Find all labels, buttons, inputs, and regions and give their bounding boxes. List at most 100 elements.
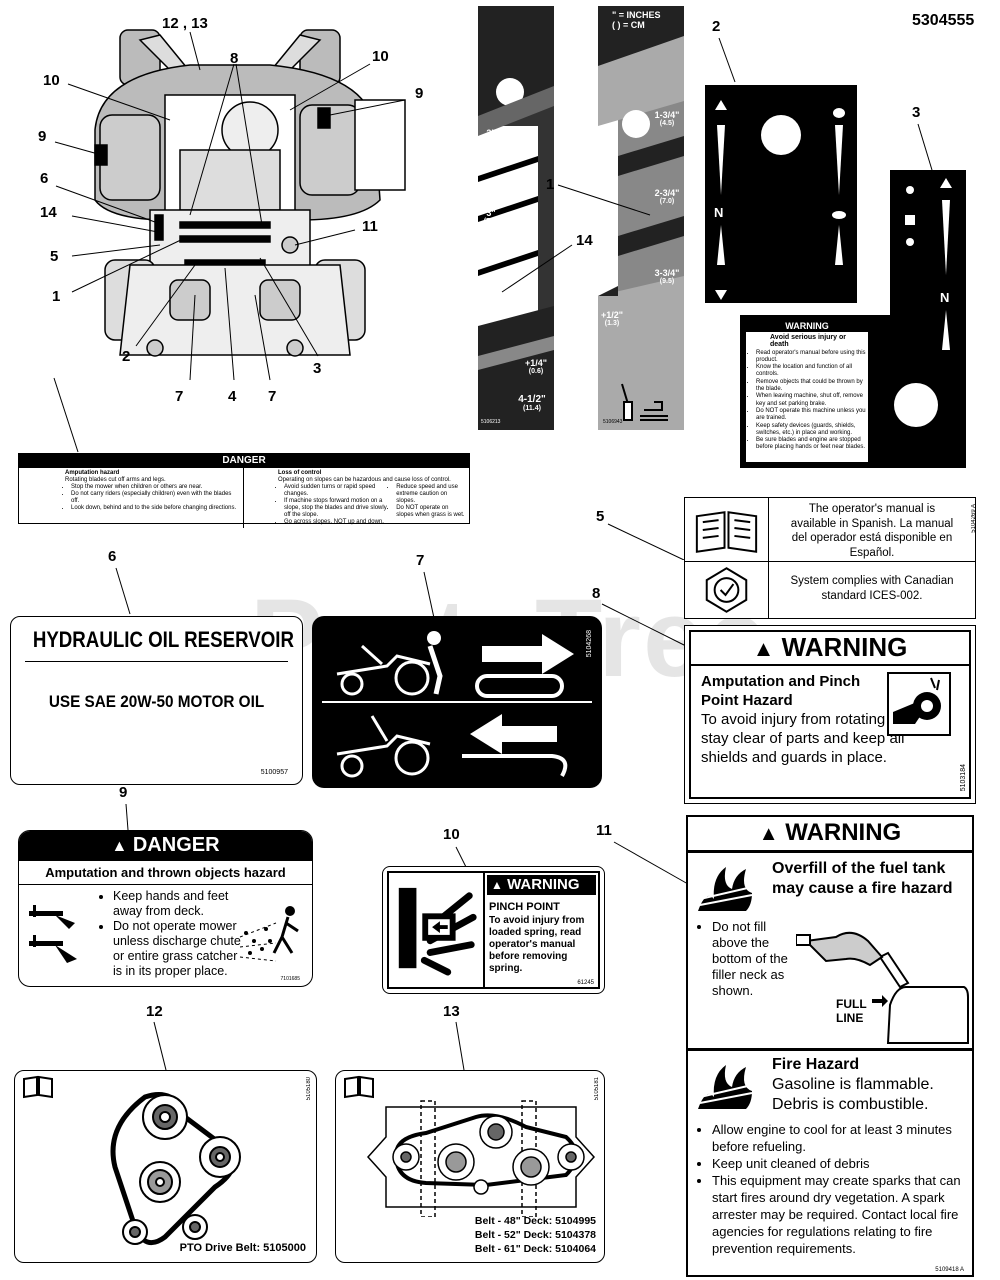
decal3-n-label: N <box>940 290 950 305</box>
gauge14-code: 5106213 <box>481 419 501 425</box>
decal11-bullet2: Allow engine to cool for at least 3 minu… <box>712 1121 972 1155</box>
decal-9-danger: ▲ DANGER Amputation and thrown objects h… <box>18 830 313 987</box>
callout-7-right: 7 <box>268 388 277 405</box>
decal11-bullet2: Keep unit cleaned of debris <box>712 1155 972 1172</box>
decal9-bullets: Keep hands and feet away from deck. Do n… <box>99 889 249 979</box>
leader-9 <box>125 803 129 831</box>
leader-7 <box>423 571 435 619</box>
decal11-full-line: FULL LINE <box>836 997 867 1025</box>
decal5-ices-row: System complies with Canadian standard I… <box>685 562 975 618</box>
warning-triangle-icon: ▲ <box>752 636 775 661</box>
decal7-code: 5104268 <box>586 630 593 658</box>
decal9-bullet: Keep hands and feet away from deck. <box>113 889 249 919</box>
pinch-roller-icon <box>887 672 951 736</box>
gauge14-label-2in: 2" (5.1) <box>480 128 502 145</box>
leader-10 <box>455 846 467 868</box>
gauge1-units-cm: ( ) = CM <box>612 20 645 30</box>
callout-decal-5: 5 <box>596 508 605 525</box>
callout-gauge-1: 1 <box>546 176 555 193</box>
decal11-title-row: ▲ WARNING <box>688 817 972 853</box>
gauge14-in-3: +1/4" <box>524 358 548 368</box>
decal4-left-bullet: Stop the mower when children or others a… <box>71 484 239 491</box>
gauge1-in-0: 1-3/4" <box>654 110 680 120</box>
gauge1-label-1-3-4: 1-3/4" (4.5) <box>650 110 684 127</box>
decal4-right-bullet: Avoid sudden turns or rapid speed change… <box>284 484 390 498</box>
leader-2 <box>718 37 736 83</box>
decal3-warning-box: WARNING Avoid serious injury or death Re… <box>745 320 869 463</box>
gauge1-in-1: 2-3/4" <box>654 188 680 198</box>
decal11-heading1: Overfill of the fuel tank may cause a fi… <box>772 860 953 897</box>
decal4-right-bullet: Do NOT operate on slopes when grass is w… <box>396 505 465 519</box>
gauge14-cm-1: (7.6) <box>483 218 499 225</box>
decal13-caption: Belt - 48" Deck: 5104995 <box>474 1215 596 1227</box>
blade-hand-icon <box>29 905 77 963</box>
decal6-divider <box>25 661 288 662</box>
manual-book-icon <box>344 1075 374 1099</box>
leader-4 <box>53 377 79 453</box>
callout-decal-3: 3 <box>912 104 921 121</box>
decal-6-hydraulic: HYDRAULIC OIL RESERVOIR USE SAE 20W-50 M… <box>10 616 303 785</box>
callout-decal-8: 8 <box>592 585 601 602</box>
gauge14-label-4-1-2: 4-1/2" (11.4) <box>512 394 552 412</box>
callout-9-right: 9 <box>415 85 424 102</box>
manual-book-icon <box>695 498 769 562</box>
decal11-title: WARNING <box>785 819 902 846</box>
fire-icon <box>698 867 753 911</box>
gauge1-units-inches: " = INCHES <box>612 10 661 20</box>
leader-6 <box>115 567 131 615</box>
callout-6: 6 <box>40 170 49 187</box>
callout-decal-6: 6 <box>108 548 117 565</box>
leader-12 <box>153 1021 167 1071</box>
decal-7-mower-direction <box>312 616 602 788</box>
warning-triangle-icon: ▲ <box>111 838 128 855</box>
callout-decal-2: 2 <box>712 18 721 35</box>
decal6-body: USE SAE 20W-50 MOTOR OIL <box>48 692 265 711</box>
callout-4-top: 4 <box>228 388 237 405</box>
decal13-caption: Belt - 61" Deck: 5104064 <box>474 1243 596 1255</box>
decal11-overfill-section: Overfill of the fuel tank may cause a fi… <box>688 853 972 1051</box>
decal3-bullet: Remove objects that could be thrown by t… <box>756 379 868 394</box>
decal4-right-sub: Operating on slopes can be hazardous and… <box>278 477 451 483</box>
decal12-caption: PTO Drive Belt: 5105000 <box>179 1242 306 1254</box>
manual-book-icon <box>23 1075 53 1099</box>
leader-8 <box>601 603 687 647</box>
decal11-bullet2: This equipment may create sparks that ca… <box>712 1172 972 1257</box>
decal3-warning-title: WARNING <box>746 321 868 332</box>
callout-8: 8 <box>230 50 239 67</box>
gauge1-cm-1: (7.0) <box>659 198 675 205</box>
callout-11: 11 <box>362 218 378 235</box>
callout-decal-12: 12 <box>146 1003 163 1020</box>
callout-7-left: 7 <box>175 388 184 405</box>
callout-1: 1 <box>52 288 61 305</box>
gauge14-label-plus1-4: +1/4" (0.6) <box>520 358 552 375</box>
decal9-title: DANGER <box>132 834 220 856</box>
decal13-captions: Belt - 48" Deck: 5104995 Belt - 52" Deck… <box>475 1214 596 1256</box>
gauge14-cm-2: (10.2) <box>481 298 501 305</box>
gauge14-in-2: 4" <box>486 288 496 298</box>
decal10-code: 61245 <box>577 980 594 986</box>
decal4-left: Amputation hazard Rotating blades cut of… <box>19 468 244 528</box>
gauge14-cm-3: (0.6) <box>528 368 544 375</box>
leader-11 <box>613 841 689 885</box>
decal9-subtitle: Amputation and thrown objects hazard <box>19 861 312 885</box>
decal5-manual-row: The operator's manual is available in Sp… <box>685 498 975 562</box>
callout-decal-7: 7 <box>416 552 425 569</box>
decal3-bullet: Read operator's manual before using this… <box>756 350 868 365</box>
decal10-body: To avoid injury from loaded spring, read… <box>489 915 585 974</box>
callout-10-right: 10 <box>372 48 389 65</box>
gauge-leaders <box>501 184 651 293</box>
callout-12-13: 12 , 13 <box>162 15 208 32</box>
decal2-n-label: N <box>714 205 724 220</box>
part-number: 5304555 <box>912 12 975 29</box>
decal-11-fuel-warning: ▲ WARNING Overfill of the fuel tank may … <box>686 815 974 1277</box>
decal8-body: To avoid injury from rotating parts, sta… <box>701 711 927 766</box>
decal5-code: 5104269 A <box>971 504 977 533</box>
height-gauge-14 <box>478 6 554 430</box>
decal-4-danger: DANGER Amputation hazard Rotating blades… <box>18 453 470 528</box>
decal-10-warning: ▲ WARNING PINCH POINT To avoid injury fr… <box>382 866 605 994</box>
decal11-heading2: Fire Hazard <box>772 1056 860 1073</box>
gauge14-in-0: 2" <box>486 128 496 138</box>
fire-icon-2 <box>698 1065 753 1109</box>
decal6-title: HYDRAULIC OIL RESERVOIR <box>32 627 294 652</box>
gauge14-label-3in: 3" (7.6) <box>480 208 502 225</box>
